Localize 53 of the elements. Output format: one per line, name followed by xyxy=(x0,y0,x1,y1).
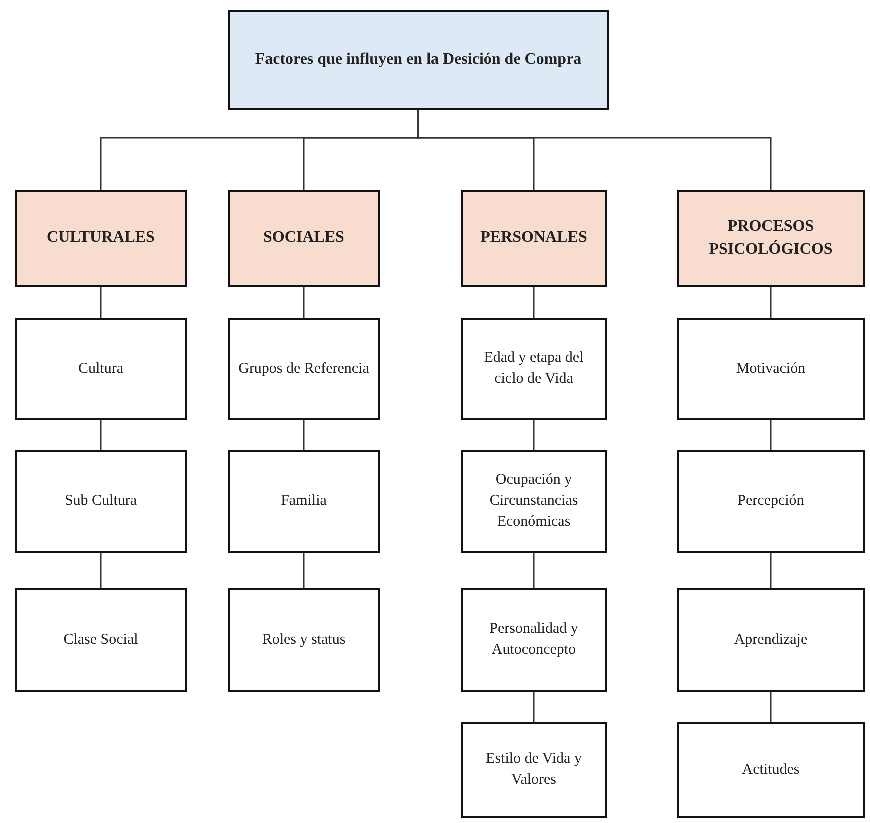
category-box xyxy=(228,190,380,287)
node-label: Factores que influyen en la Desición de Compra xyxy=(255,50,582,70)
connector-line xyxy=(770,287,772,318)
connector-line xyxy=(770,692,772,722)
connector-line xyxy=(533,692,535,722)
factor-box xyxy=(461,588,607,692)
connector-line xyxy=(100,553,102,588)
factor-box xyxy=(228,318,380,420)
connector-line xyxy=(533,287,535,318)
node-label: Personalidad y Autoconcepto xyxy=(488,620,580,660)
connector-line xyxy=(770,420,772,450)
node-label: Familia xyxy=(281,492,327,511)
factor-box xyxy=(15,450,187,553)
connector-line xyxy=(303,287,305,318)
connector-line xyxy=(303,553,305,588)
node-label: CULTURALES xyxy=(47,228,155,248)
node-label: Motivación xyxy=(736,360,806,378)
category-box xyxy=(461,190,607,287)
node-label: PERSONALES xyxy=(480,228,588,248)
factor-box xyxy=(461,722,607,818)
node-label: Sub Cultura xyxy=(64,492,138,511)
connector-line xyxy=(770,553,772,588)
factor-box xyxy=(15,318,187,420)
factor-box xyxy=(228,588,380,692)
connector-line xyxy=(533,553,535,588)
node-label: Ocupación y Circunstancias Económicas xyxy=(488,471,580,532)
connector-line xyxy=(533,420,535,450)
node-label: Estilo de Vida y Valores xyxy=(485,750,583,790)
factor-box xyxy=(677,588,865,692)
node-label: SOCIALES xyxy=(264,228,344,248)
node-label: Percepción xyxy=(738,492,804,511)
title-box xyxy=(228,10,609,110)
node-label: Aprendizaje xyxy=(734,630,808,650)
factor-box xyxy=(677,722,865,818)
node-label: Grupos de Referencia xyxy=(238,360,370,378)
node-label: Actitudes xyxy=(742,760,800,780)
node-label: Roles y status xyxy=(262,630,346,650)
connector-line xyxy=(418,110,772,190)
connector-line xyxy=(100,420,102,450)
factor-box xyxy=(461,450,607,553)
category-box xyxy=(677,190,865,287)
factor-box xyxy=(677,450,865,553)
factor-box xyxy=(15,588,187,692)
node-label: Edad y etapa del ciclo de Vida xyxy=(483,349,585,389)
category-box xyxy=(15,190,187,287)
node-label: Clase Social xyxy=(64,630,138,650)
node-label: PROCESOS PSICOLÓGICOS xyxy=(708,217,834,260)
node-label: Cultura xyxy=(78,360,124,378)
factor-box xyxy=(677,318,865,420)
connector-line xyxy=(303,420,305,450)
factor-box xyxy=(461,318,607,420)
factor-box xyxy=(228,450,380,553)
connector-line xyxy=(100,287,102,318)
